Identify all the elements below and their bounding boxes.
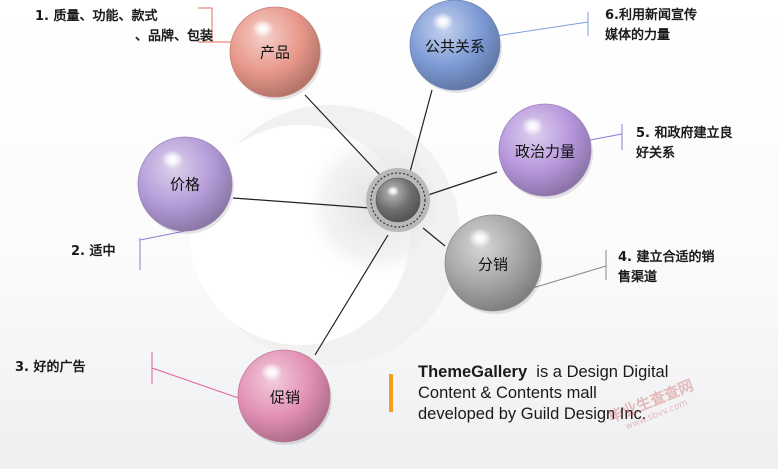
- node-label-product: 产品: [259, 43, 291, 62]
- annotation-political-line-2: 好关系: [636, 146, 676, 161]
- annotation-pr-line-2: 媒体的力量: [605, 28, 671, 43]
- gallery-brand: ThemeGallery: [418, 363, 528, 381]
- annotation-channel-line-1: 4. 建立合适的销: [618, 250, 715, 265]
- node-label-channel: 分销: [477, 255, 509, 274]
- annotation-leader-pr: [495, 21, 589, 37]
- annotation-product: 1. 质量、功能、款式 、品牌、包装: [35, 7, 213, 47]
- annotation-pr-line-1: 6.利用新闻宣传: [605, 8, 697, 23]
- connector-product: [304, 94, 381, 176]
- center-hub: [375, 177, 421, 223]
- node-label-promotion: 促销: [269, 388, 301, 407]
- annotation-bracket-product: [198, 7, 213, 43]
- connector-channel: [422, 227, 446, 247]
- connector-price: [232, 197, 371, 209]
- sphere-highlight-promotion: [260, 362, 283, 382]
- connector-pr: [409, 89, 433, 173]
- gallery-accent-bar: [389, 374, 393, 412]
- annotation-channel: 4. 建立合适的销 售渠道: [618, 248, 715, 288]
- annotation-leader-political: [589, 133, 623, 141]
- annotation-price: 2. 适中: [71, 242, 116, 262]
- node-label-political: 政治力量: [514, 142, 576, 161]
- annotation-channel-line-2: 售渠道: [618, 270, 658, 285]
- annotation-product-line-2: 、品牌、包装: [134, 29, 213, 44]
- annotation-pr: 6.利用新闻宣传 媒体的力量: [605, 6, 697, 46]
- sphere-highlight-price: [161, 150, 184, 169]
- annotation-promotion-line-1: 3. 好的广告: [15, 360, 86, 375]
- connector-political: [424, 171, 498, 197]
- annotation-product-line-1: 1. 质量、功能、款式: [35, 9, 158, 24]
- connector-promotion: [314, 234, 389, 356]
- gallery-line-1: is a Design Digital: [527, 363, 669, 381]
- center-hub-highlight: [387, 186, 399, 196]
- annotation-promotion: 3. 好的广告: [15, 358, 86, 378]
- gallery-text: ThemeGallery is a Design Digital Content…: [418, 362, 668, 425]
- annotation-political-line-1: 5. 和政府建立良: [636, 126, 733, 141]
- center-hub-ring: [370, 172, 426, 228]
- sphere-highlight-channel: [468, 228, 492, 248]
- gallery-line-3: developed by Guild Design Inc.: [418, 405, 647, 423]
- node-label-pr: 公共关系: [424, 37, 486, 56]
- annotation-leader-promotion: [151, 367, 251, 403]
- annotation-political: 5. 和政府建立良 好关系: [636, 124, 733, 164]
- annotation-leader-channel: [525, 265, 607, 291]
- annotation-leader-price: [139, 229, 191, 241]
- node-label-price: 价格: [169, 175, 201, 194]
- annotation-price-line-1: 2. 适中: [71, 244, 116, 259]
- sphere-highlight-pr: [432, 12, 454, 31]
- sphere-highlight-product: [252, 19, 274, 38]
- sphere-highlight-political: [521, 116, 544, 136]
- gallery-line-2: Content & Contents mall: [418, 384, 597, 402]
